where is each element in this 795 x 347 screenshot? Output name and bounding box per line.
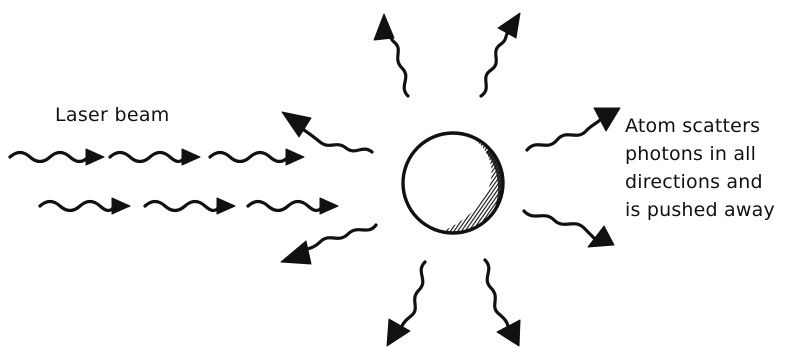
scattered-photon-left-up	[282, 112, 372, 152]
arrowhead-icon	[594, 108, 620, 131]
laser-photon-row-2	[40, 198, 338, 214]
incoming-photon-wave	[110, 153, 184, 162]
arrowhead-icon	[387, 319, 410, 346]
arrowhead-icon	[374, 14, 394, 40]
scattered-photon-left-down	[281, 225, 376, 264]
arrowhead-icon	[320, 198, 338, 214]
arrowhead-icon	[498, 13, 520, 38]
scattered-photon-down-left	[387, 262, 425, 346]
scattered-photon-down-right	[485, 260, 520, 346]
incoming-photon-wave	[145, 202, 219, 211]
scattered-photon-up-left	[374, 14, 408, 96]
arrowhead-icon	[86, 149, 104, 165]
arrowhead-icon	[112, 198, 130, 214]
arrowhead-icon	[281, 241, 311, 264]
atom-caption: Atom scatters photons in all directions …	[625, 112, 775, 224]
incoming-photon-wave	[40, 202, 114, 211]
scattered-photon-up-right	[481, 13, 520, 96]
arrowhead-icon	[286, 149, 304, 165]
incoming-photon-wave	[10, 153, 88, 162]
laser-photon-row-1	[10, 149, 304, 165]
incoming-photon-wave	[248, 202, 322, 211]
arrowhead-icon	[182, 149, 200, 165]
atom-caption-line-2: photons in all	[625, 140, 775, 168]
arrowhead-icon	[217, 198, 235, 214]
atom-caption-line-3: directions and	[625, 168, 775, 196]
atom-caption-line-1: Atom scatters	[625, 112, 775, 140]
atom-caption-line-4: is pushed away	[625, 196, 775, 224]
scattered-photon-right-down	[524, 211, 614, 247]
atom	[403, 133, 503, 237]
incoming-photon-wave	[210, 153, 288, 162]
scattered-photon-right-up	[527, 108, 620, 150]
laser-beam-label: Laser beam	[55, 104, 170, 126]
